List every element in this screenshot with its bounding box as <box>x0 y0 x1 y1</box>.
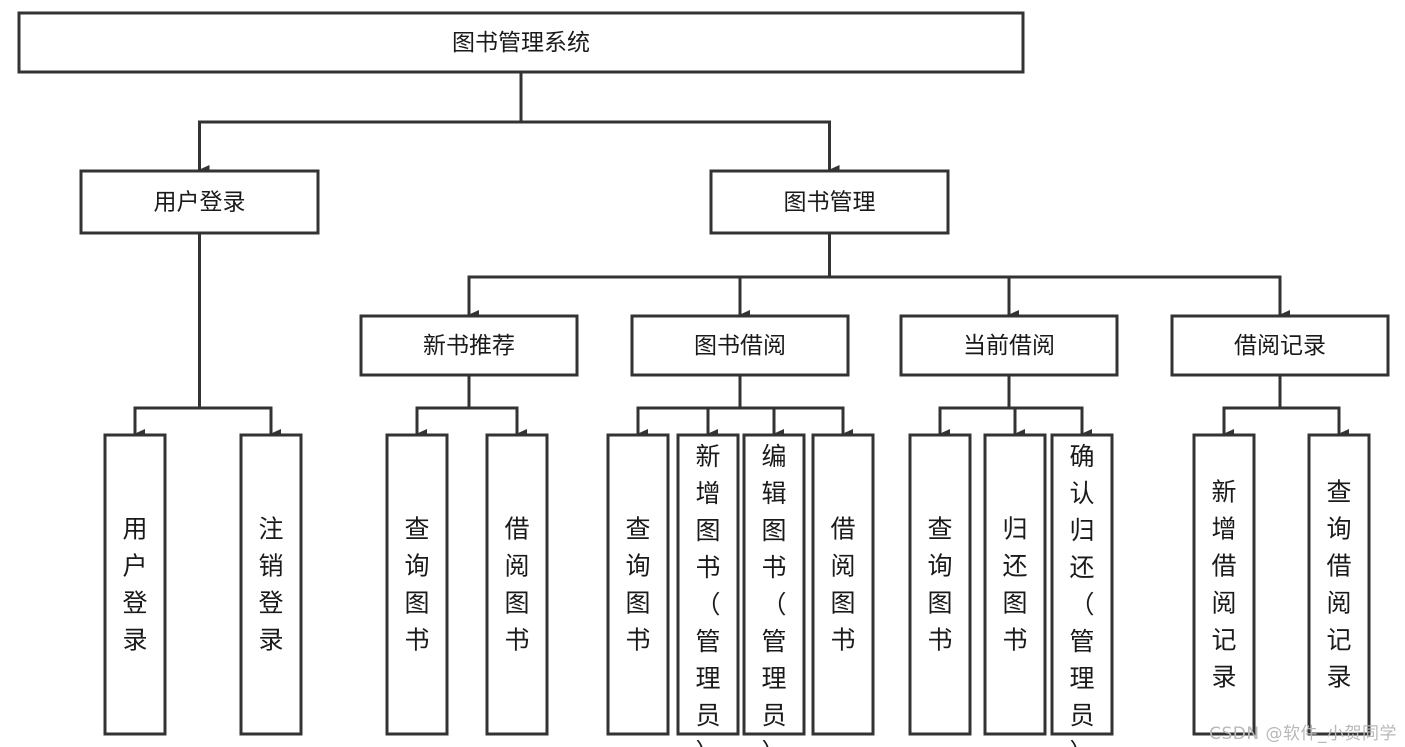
node-leaf-return-book-label: 归还图书 <box>1002 515 1027 655</box>
connector-group-new-book-recommend <box>415 373 527 439</box>
node-leaf-query-book-3-label: 查询图书 <box>927 515 952 655</box>
node-leaf-query-record-label: 查询借阅记录 <box>1326 478 1351 692</box>
connector-group-root <box>198 70 840 175</box>
node-new-book-recommend-label: 新书推荐 <box>423 333 515 359</box>
node-leaf-add-book-label: 新增图书（管理员） <box>695 442 720 747</box>
node-leaf-edit-book-label: 编辑图书（管理员） <box>761 442 786 747</box>
node-leaf-borrow-book-2-box[interactable] <box>811 433 875 736</box>
node-leaf-user-logout[interactable]: 注销登录 <box>239 433 303 736</box>
node-book-borrow-label: 图书借阅 <box>694 333 786 359</box>
node-leaf-edit-book-box[interactable] <box>742 433 806 736</box>
node-current-borrow-box[interactable] <box>899 314 1119 377</box>
connector-lines-layer <box>133 70 1349 439</box>
node-leaf-edit-book[interactable]: 编辑图书（管理员） <box>742 433 806 747</box>
node-leaf-confirm-return[interactable]: 确认归还（管理员） <box>1050 433 1114 747</box>
node-book-management[interactable]: 图书管理 <box>709 169 950 235</box>
node-leaf-add-book-box[interactable] <box>676 433 740 736</box>
node-current-borrow[interactable]: 当前借阅 <box>899 314 1119 377</box>
node-leaf-borrow-book-2[interactable]: 借阅图书 <box>811 433 875 736</box>
node-leaf-borrow-book-1-label: 借阅图书 <box>504 515 529 655</box>
node-leaf-borrow-book-1[interactable]: 借阅图书 <box>485 433 549 736</box>
node-borrow-records-box[interactable] <box>1170 314 1390 377</box>
connector-group-borrow-records <box>1222 373 1349 439</box>
node-leaf-return-book[interactable]: 归还图书 <box>983 433 1047 736</box>
node-user-login-box[interactable] <box>79 169 320 235</box>
node-root-label: 图书管理系统 <box>452 30 590 56</box>
connector-group-user-login <box>133 231 281 439</box>
node-current-borrow-label: 当前借阅 <box>963 333 1055 359</box>
node-leaf-user-login[interactable]: 用户登录 <box>103 433 167 736</box>
node-leaf-return-book-box[interactable] <box>983 433 1047 736</box>
node-leaf-query-book-2-label: 查询图书 <box>625 515 650 655</box>
node-book-borrow[interactable]: 图书借阅 <box>630 314 850 377</box>
node-borrow-records[interactable]: 借阅记录 <box>1170 314 1390 377</box>
node-book-management-box[interactable] <box>709 169 950 235</box>
csdn-watermark: CSDN @软件_小贺同学 <box>1209 724 1397 744</box>
node-leaf-user-logout-label: 注销登录 <box>258 515 283 655</box>
node-leaf-query-book-1-box[interactable] <box>385 433 449 736</box>
node-root[interactable]: 图书管理系统 <box>17 11 1025 74</box>
node-leaf-query-book-3[interactable]: 查询图书 <box>908 433 972 736</box>
node-borrow-records-label: 借阅记录 <box>1234 333 1326 359</box>
node-leaf-add-book[interactable]: 新增图书（管理员） <box>676 433 740 747</box>
node-leaf-confirm-return-label: 确认归还（管理员） <box>1069 442 1094 747</box>
node-leaf-query-book-3-box[interactable] <box>908 433 972 736</box>
node-leaf-query-book-2[interactable]: 查询图书 <box>606 433 670 736</box>
node-leaf-confirm-return-box[interactable] <box>1050 433 1114 736</box>
connector-group-book-borrow <box>636 373 853 439</box>
node-leaf-query-book-1-label: 查询图书 <box>404 515 429 655</box>
node-new-book-recommend-box[interactable] <box>359 314 579 377</box>
connector-group-current-borrow <box>938 373 1092 439</box>
node-leaf-borrow-book-2-label: 借阅图书 <box>830 515 855 655</box>
node-leaf-add-record-box[interactable] <box>1192 433 1256 736</box>
node-root-box[interactable] <box>17 11 1025 74</box>
node-leaf-query-book-1[interactable]: 查询图书 <box>385 433 449 736</box>
node-leaf-borrow-book-1-box[interactable] <box>485 433 549 736</box>
node-leaf-user-login-box[interactable] <box>103 433 167 736</box>
node-leaf-user-logout-box[interactable] <box>239 433 303 736</box>
connector-group-book-management <box>467 231 1290 320</box>
node-new-book-recommend[interactable]: 新书推荐 <box>359 314 579 377</box>
node-leaf-add-record[interactable]: 新增借阅记录 <box>1192 433 1256 736</box>
node-user-login[interactable]: 用户登录 <box>79 169 320 235</box>
node-book-borrow-box[interactable] <box>630 314 850 377</box>
node-leaf-query-record[interactable]: 查询借阅记录 <box>1307 433 1371 736</box>
node-leaf-query-book-2-box[interactable] <box>606 433 670 736</box>
node-leaf-query-record-box[interactable] <box>1307 433 1371 736</box>
node-leaf-add-record-label: 新增借阅记录 <box>1211 478 1236 692</box>
node-boxes-layer: 图书管理系统用户登录图书管理新书推荐图书借阅当前借阅借阅记录用户登录注销登录查询… <box>17 11 1390 747</box>
node-user-login-label: 用户登录 <box>154 190 246 216</box>
node-leaf-user-login-label: 用户登录 <box>122 515 147 655</box>
node-book-management-label: 图书管理 <box>784 190 876 216</box>
